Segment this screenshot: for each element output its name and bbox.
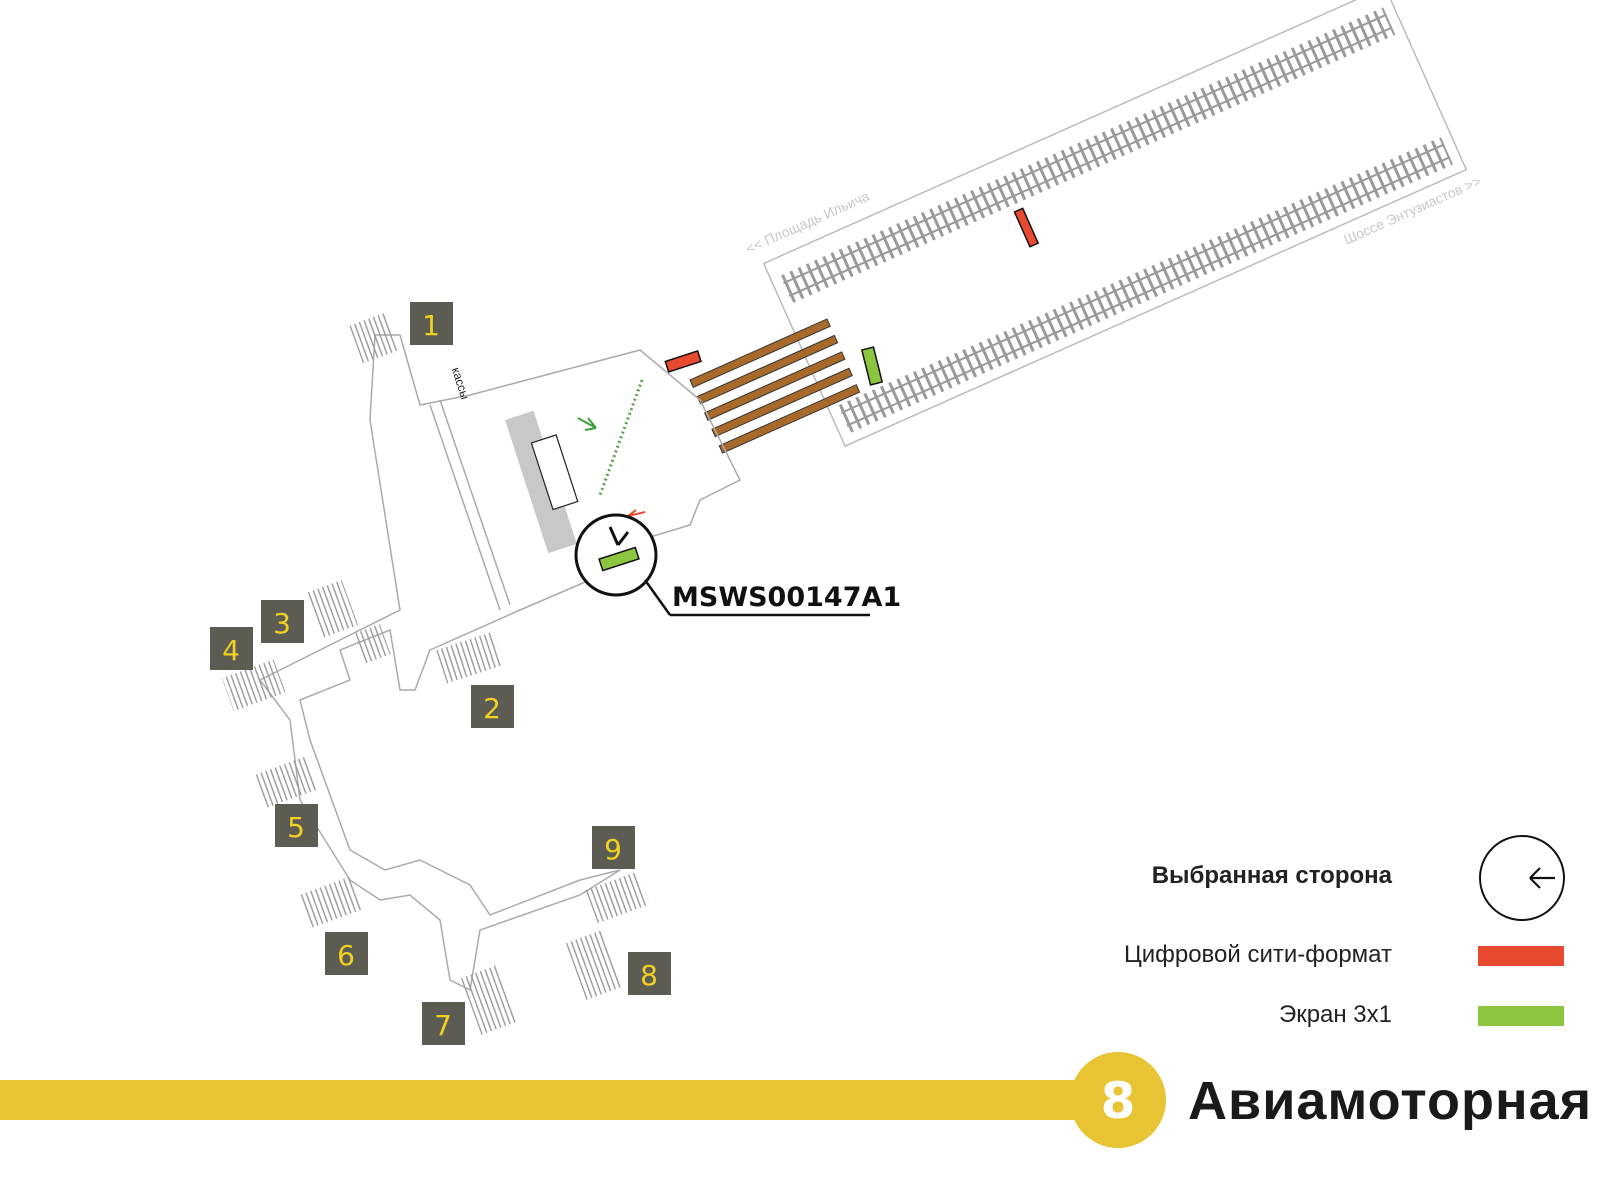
line-number-circle xyxy=(1070,1052,1166,1148)
track-north xyxy=(780,7,1396,304)
exit-5: 5 xyxy=(275,804,318,847)
svg-text:3: 3 xyxy=(273,607,291,640)
svg-text:9: 9 xyxy=(604,833,622,866)
vestibule xyxy=(258,334,742,992)
svg-text:6: 6 xyxy=(337,939,355,972)
digital-city-format-platform xyxy=(1013,207,1040,248)
arrow-down-icon xyxy=(608,526,630,546)
svg-text:5: 5 xyxy=(287,811,305,844)
svg-text:4: 4 xyxy=(222,634,240,667)
exit-6: 6 xyxy=(325,932,368,975)
legend-screen-3x1-label: Экран 3х1 xyxy=(1278,1001,1392,1028)
digital-city-format-vestibule xyxy=(664,350,702,373)
selected-code-label: MSWS00147A1 xyxy=(672,582,901,613)
line-bar xyxy=(0,1080,1080,1120)
legend-green-swatch xyxy=(1478,1006,1564,1026)
platform-area: << Площадь Ильича Шоссе Энтузиастов >> xyxy=(743,0,1483,448)
svg-text:2: 2 xyxy=(483,692,501,725)
screen-3x1-escalators xyxy=(860,346,884,386)
svg-text:7: 7 xyxy=(434,1009,452,1042)
legend-selected-side-symbol xyxy=(1479,835,1565,921)
exit-8: 8 xyxy=(628,952,671,995)
exit-2: 2 xyxy=(471,685,514,728)
line-number: 8 xyxy=(1101,1072,1136,1130)
screen-3x1-selected xyxy=(598,546,640,572)
exit-7: 7 xyxy=(422,1002,465,1045)
exit-9: 9 xyxy=(592,826,635,869)
station-name: Авиамоторная xyxy=(1188,1071,1593,1131)
ticket-office: кассы xyxy=(449,366,579,554)
selected-location: MSWS00147A1 xyxy=(574,513,901,617)
exit-1: 1 xyxy=(410,302,453,345)
stairs xyxy=(221,312,650,1035)
kassy-label: кассы xyxy=(449,366,472,402)
path-dotted-line xyxy=(598,379,644,496)
exit-3: 3 xyxy=(261,600,304,643)
svg-text:8: 8 xyxy=(640,959,658,992)
legend-selected-side-label: Выбранная сторона xyxy=(1151,862,1392,889)
legend-digital-city-format-label: Цифровой сити-формат xyxy=(1123,941,1392,968)
direction-arrow-icon xyxy=(577,417,597,431)
arrow-left-icon xyxy=(1529,867,1555,889)
legend-red-swatch xyxy=(1478,946,1564,966)
escalators xyxy=(689,318,861,454)
exit-4: 4 xyxy=(210,627,253,670)
track-south xyxy=(837,137,1454,433)
svg-text:1: 1 xyxy=(422,309,440,342)
